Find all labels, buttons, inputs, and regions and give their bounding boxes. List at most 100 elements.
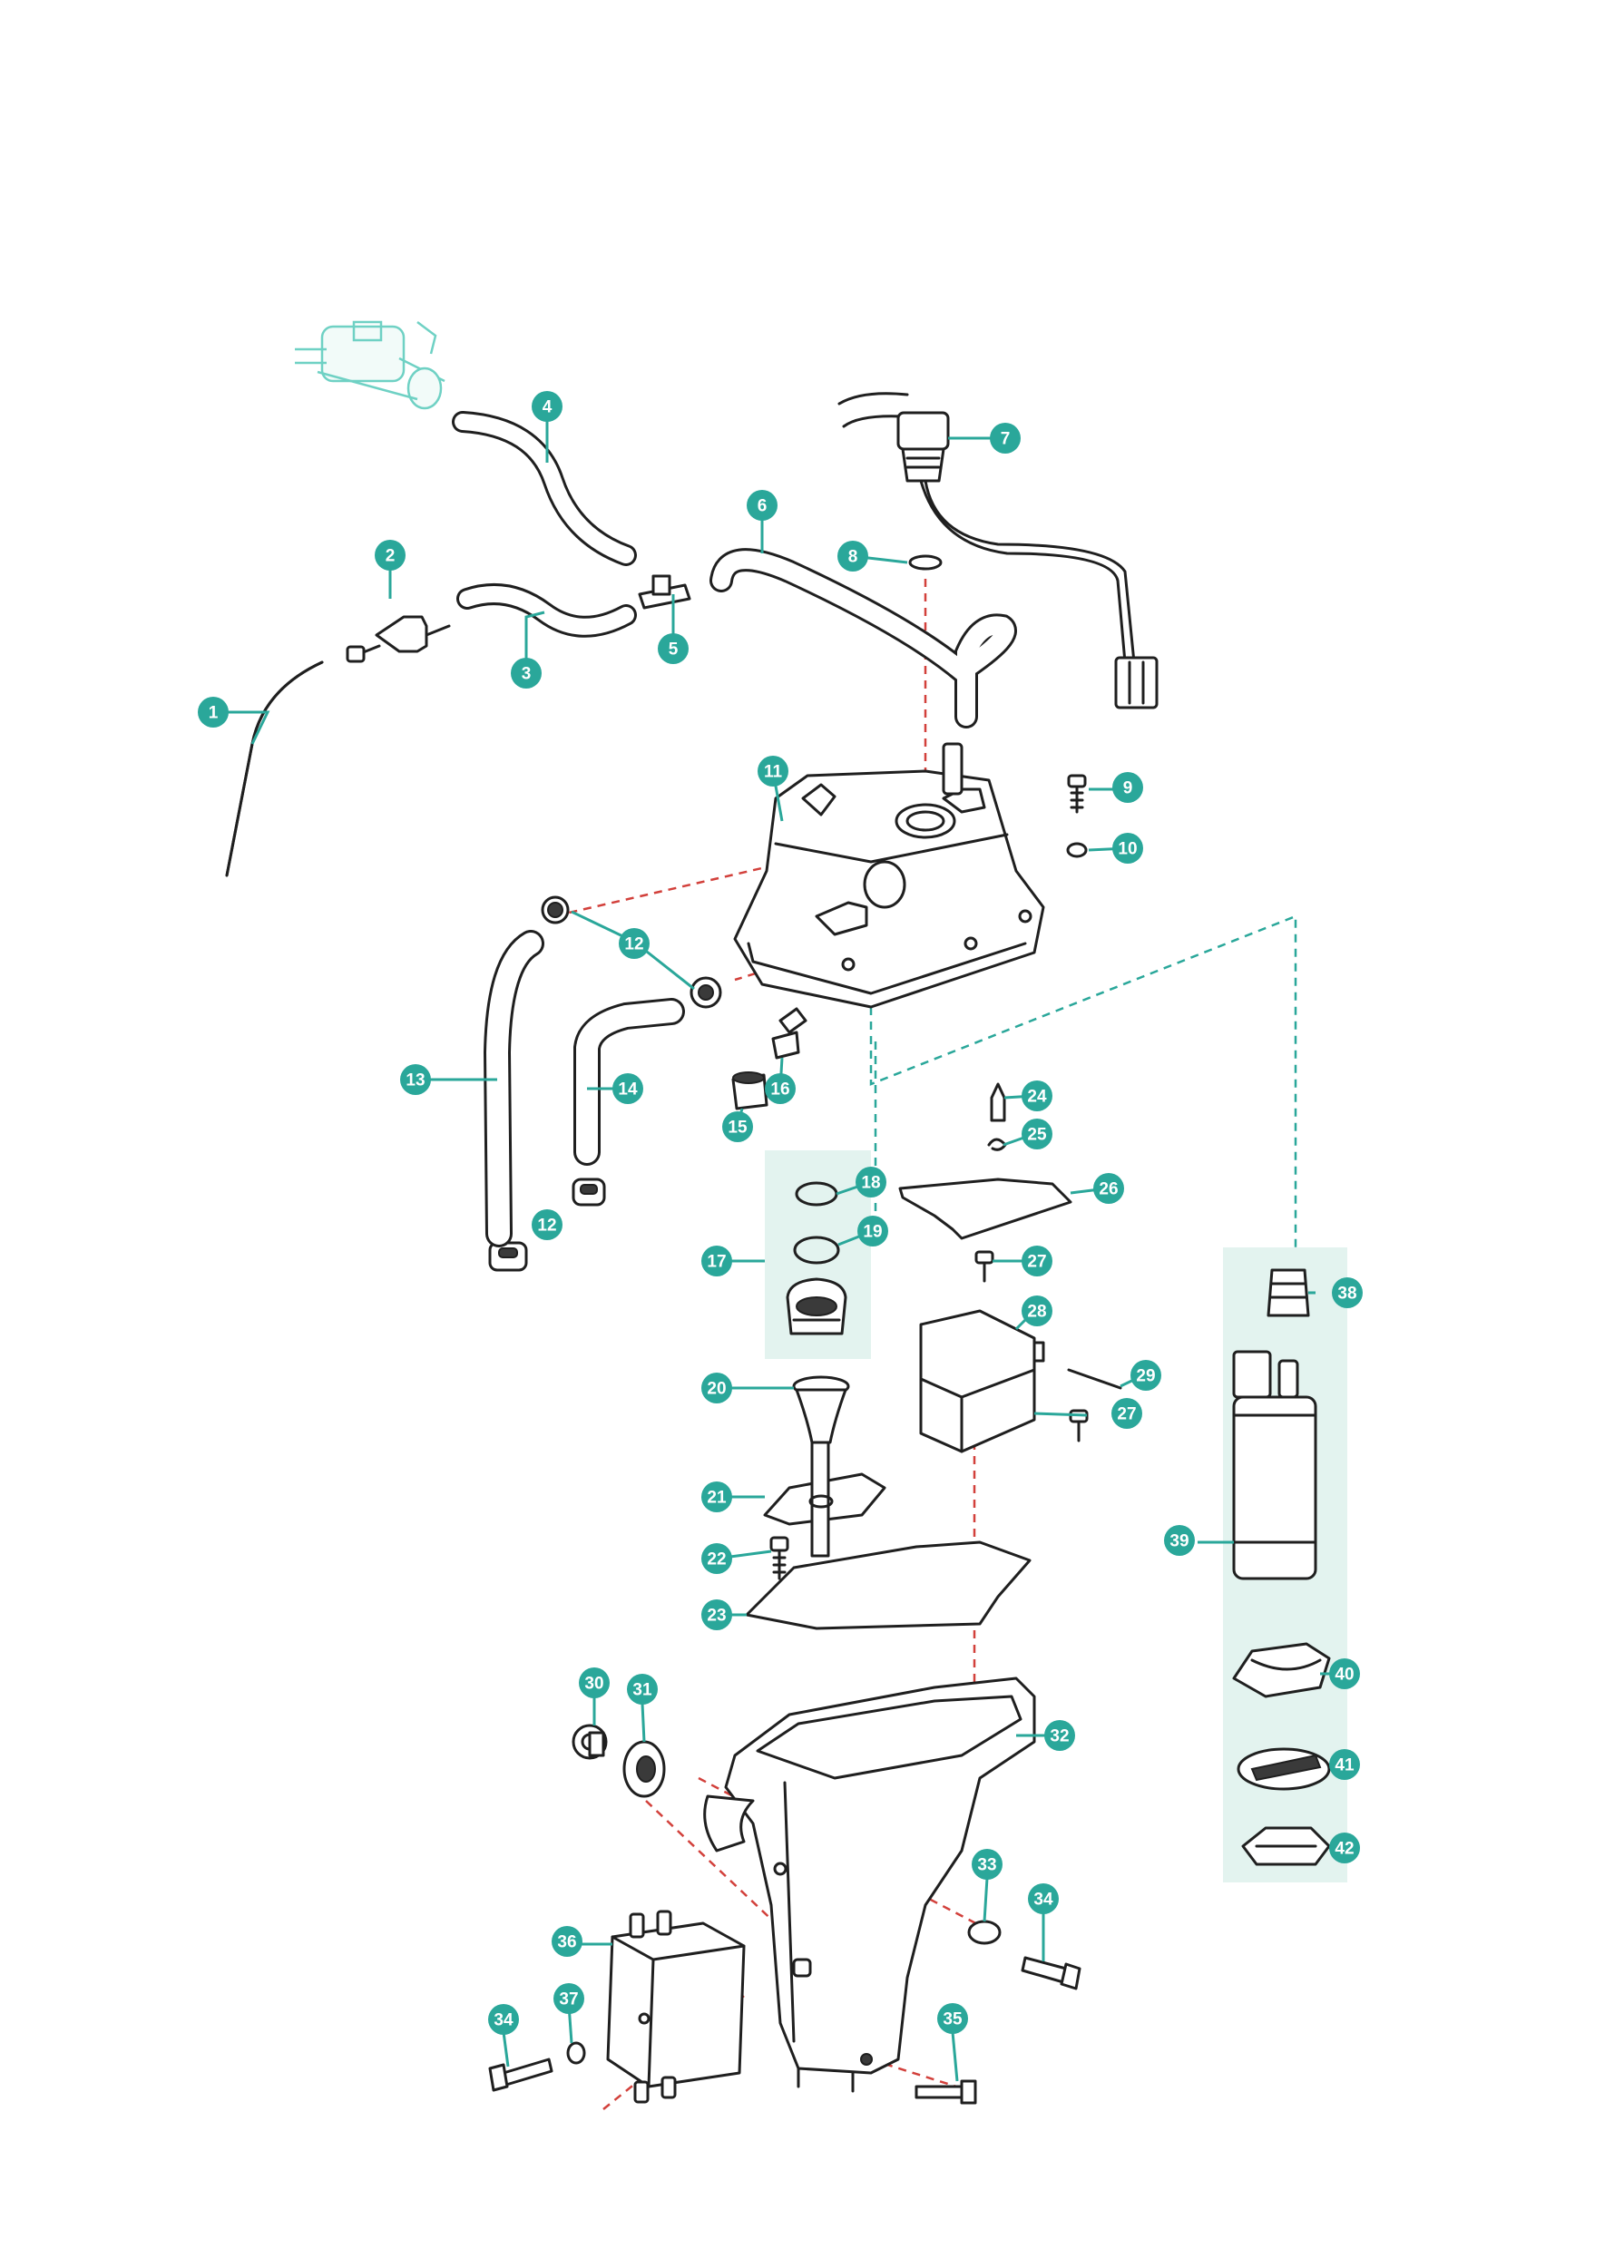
callout-c31: 31 bbox=[627, 1674, 658, 1705]
callout-label: 37 bbox=[559, 1990, 578, 2009]
washer-part-10 bbox=[1066, 842, 1088, 858]
callout-label: 12 bbox=[624, 935, 643, 954]
callout-label: 27 bbox=[1117, 1405, 1136, 1424]
callout-label: 29 bbox=[1136, 1367, 1155, 1386]
bracket-part-26 bbox=[898, 1178, 1072, 1240]
oring-part-19 bbox=[793, 1236, 840, 1265]
callout-circle bbox=[856, 1167, 886, 1198]
callout-circle bbox=[765, 1073, 796, 1104]
hose-part-1 bbox=[225, 660, 324, 877]
callout-c16: 16 bbox=[765, 1073, 796, 1104]
callout-circle bbox=[619, 928, 650, 959]
callout-label: 14 bbox=[618, 1080, 638, 1100]
callout-c21: 21 bbox=[701, 1481, 732, 1512]
callout-circle bbox=[747, 490, 778, 521]
callout-circle bbox=[627, 1674, 658, 1705]
callout-label: 11 bbox=[764, 763, 783, 782]
callout-c4: 4 bbox=[532, 391, 563, 422]
callout-circle bbox=[1093, 1173, 1124, 1204]
callout-circle bbox=[198, 697, 229, 728]
callout-c13: 13 bbox=[400, 1064, 431, 1095]
callout-circle bbox=[1022, 1246, 1052, 1276]
hose-part-13-inner bbox=[485, 933, 542, 1245]
callout-label: 23 bbox=[707, 1607, 726, 1626]
callout-c8: 8 bbox=[837, 541, 868, 572]
callout-c17: 17 bbox=[701, 1246, 732, 1276]
callout-c27b: 27 bbox=[1111, 1398, 1142, 1429]
callout-c10: 10 bbox=[1112, 833, 1143, 864]
tube-gasket-part-21 bbox=[763, 1441, 886, 1558]
callout-c5: 5 bbox=[658, 633, 689, 664]
reservoir-part-32 bbox=[703, 1677, 1036, 2093]
washer-part-37 bbox=[566, 2041, 586, 2065]
callout-circle bbox=[658, 633, 689, 664]
callout-circle bbox=[701, 1373, 732, 1403]
callout-label: 41 bbox=[1335, 1756, 1355, 1775]
callout-circle bbox=[1329, 1833, 1360, 1863]
callout-c12b: 12 bbox=[532, 1209, 563, 1240]
bushing-part-30 bbox=[572, 1724, 608, 1760]
tee-fitting-part-5 bbox=[638, 574, 691, 610]
callout-label: 34 bbox=[1033, 1891, 1053, 1910]
fitting-part-16 bbox=[771, 1007, 807, 1060]
cooler-part-36 bbox=[606, 1910, 746, 2104]
pin-part-29 bbox=[1067, 1368, 1122, 1390]
callout-circle bbox=[511, 658, 542, 689]
callout-circle bbox=[552, 1926, 582, 1957]
callout-label: 3 bbox=[522, 665, 532, 684]
gasket-part-23 bbox=[745, 1540, 1032, 1630]
callout-circle bbox=[701, 1599, 732, 1630]
callout-label: 4 bbox=[543, 398, 553, 417]
callout-label: 27 bbox=[1027, 1253, 1046, 1272]
callout-c15: 15 bbox=[722, 1111, 753, 1142]
housing-part-11 bbox=[733, 742, 1045, 1009]
callout-c12a: 12 bbox=[619, 928, 650, 959]
callout-circle bbox=[972, 1849, 1003, 1880]
callout-label: 17 bbox=[707, 1253, 726, 1272]
seal-part-42 bbox=[1241, 1826, 1331, 1866]
callout-c11: 11 bbox=[758, 756, 788, 787]
callout-circle bbox=[837, 541, 868, 572]
callout-c24: 24 bbox=[1022, 1080, 1052, 1111]
callout-c28: 28 bbox=[1022, 1295, 1052, 1326]
clamp-part-12-c bbox=[572, 1178, 606, 1207]
callout-label: 6 bbox=[758, 497, 768, 516]
ghost-valve-outline bbox=[295, 320, 445, 410]
callout-label: 1 bbox=[209, 704, 219, 723]
callout-circle bbox=[553, 1983, 584, 2014]
callout-c22: 22 bbox=[701, 1543, 732, 1574]
callout-label: 16 bbox=[770, 1080, 789, 1100]
callout-label: 28 bbox=[1027, 1303, 1046, 1322]
callout-circle bbox=[1111, 1398, 1142, 1429]
callout-circle bbox=[1022, 1080, 1052, 1111]
callout-c20: 20 bbox=[701, 1373, 732, 1403]
washer-part-33 bbox=[967, 1920, 1002, 1945]
hose-part-6-inner bbox=[712, 551, 1014, 726]
regulator-part-17 bbox=[786, 1277, 847, 1335]
callout-c32: 32 bbox=[1044, 1720, 1075, 1751]
callout-circle bbox=[1112, 833, 1143, 864]
screw-part-22 bbox=[769, 1536, 789, 1580]
clip-part-25 bbox=[987, 1138, 1007, 1151]
bolt-part-34-a bbox=[1021, 1956, 1081, 1990]
callout-label: 24 bbox=[1027, 1088, 1047, 1107]
callout-c41: 41 bbox=[1329, 1749, 1360, 1780]
callout-c26: 26 bbox=[1093, 1173, 1124, 1204]
callout-label: 39 bbox=[1169, 1532, 1189, 1551]
callout-circle bbox=[1028, 1883, 1059, 1914]
bolt-part-34-b bbox=[488, 2058, 553, 2092]
hose-part-4-inner bbox=[455, 414, 634, 563]
callout-circle bbox=[857, 1216, 888, 1246]
callout-label: 9 bbox=[1123, 779, 1133, 798]
callout-c38: 38 bbox=[1332, 1277, 1363, 1308]
clamp-part-12-a bbox=[541, 895, 570, 924]
callout-label: 34 bbox=[494, 2011, 514, 2030]
clamp-part-12-b bbox=[690, 976, 722, 1009]
callout-c39: 39 bbox=[1164, 1525, 1195, 1556]
callout-label: 18 bbox=[861, 1174, 880, 1193]
callout-circle bbox=[579, 1667, 610, 1698]
callout-c33: 33 bbox=[972, 1849, 1003, 1880]
callout-label: 42 bbox=[1335, 1840, 1354, 1859]
callout-label: 21 bbox=[707, 1489, 727, 1508]
